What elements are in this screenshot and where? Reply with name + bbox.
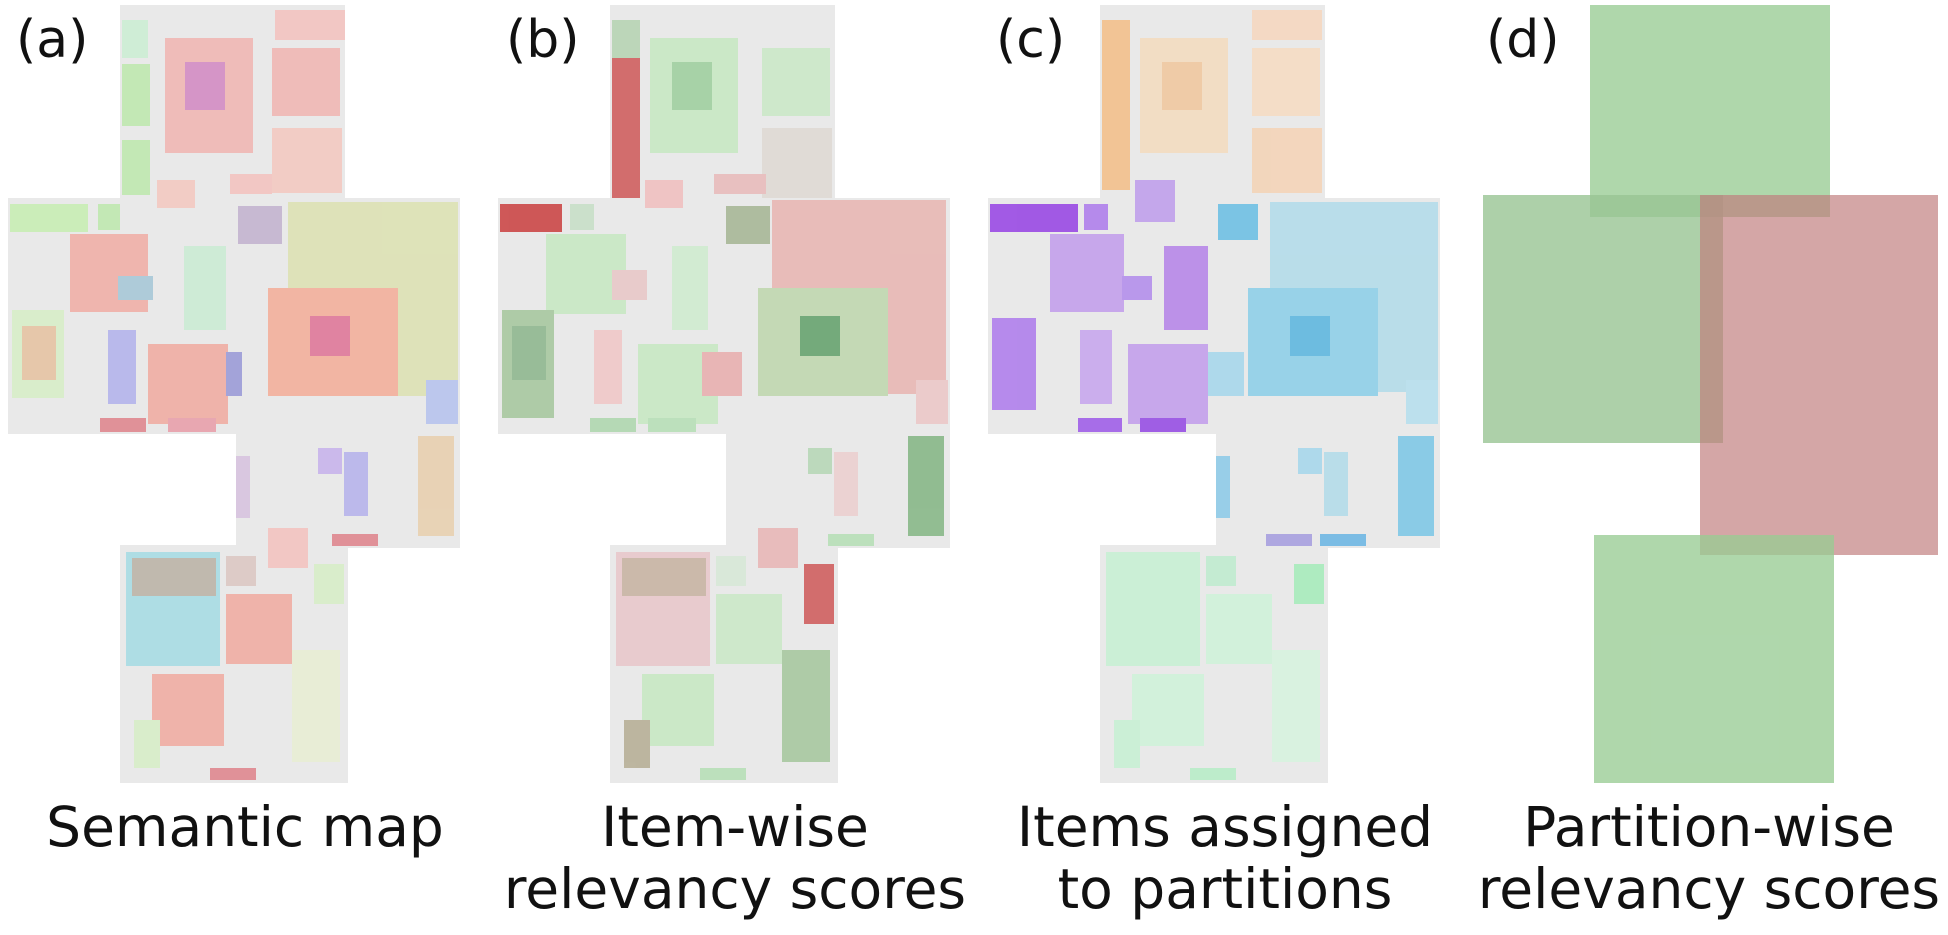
partition-top — [1590, 5, 1830, 217]
semantic-objects — [10, 10, 458, 780]
panel-caption: Partition-wise relevancy scores — [1470, 796, 1948, 920]
partition-blue-items — [1208, 202, 1438, 546]
panel-semantic-map: (a) — [0, 0, 490, 935]
panel-letter: (d) — [1486, 10, 1560, 70]
partition-relevancy-figure — [1483, 5, 1938, 783]
partition-purple-items — [990, 180, 1208, 432]
item-scores — [500, 20, 948, 780]
partition-left — [1483, 195, 1723, 443]
caption-line: Semantic map — [46, 795, 444, 859]
caption-line: Items assigned — [1016, 795, 1434, 859]
panel-caption: Items assigned to partitions — [980, 796, 1470, 920]
panel-item-relevancy: (b) — [490, 0, 980, 935]
panel-letter: (c) — [996, 10, 1066, 70]
caption-line: relevancy scores — [1477, 857, 1941, 921]
panel-partition-relevancy: (d) Partition-wise relevancy scores — [1470, 0, 1948, 935]
partition-assignment-figure — [988, 5, 1440, 783]
item-relevancy-figure — [498, 5, 950, 783]
caption-line: relevancy scores — [503, 857, 967, 921]
partition-orange-items — [1102, 10, 1322, 193]
panel-partition-assignment: (c) — [980, 0, 1470, 935]
semantic-map-figure — [8, 5, 460, 783]
partition-mint-items — [1106, 552, 1324, 780]
partition-bottom — [1594, 535, 1834, 783]
caption-line: to partitions — [1057, 857, 1393, 921]
panel-caption: Item-wise relevancy scores — [490, 796, 980, 920]
partition-right — [1700, 195, 1938, 555]
caption-line: Item-wise — [601, 795, 869, 859]
panel-letter: (a) — [16, 10, 89, 70]
panel-caption: Semantic map — [0, 796, 490, 858]
panel-letter: (b) — [506, 10, 580, 70]
caption-line: Partition-wise — [1523, 795, 1895, 859]
